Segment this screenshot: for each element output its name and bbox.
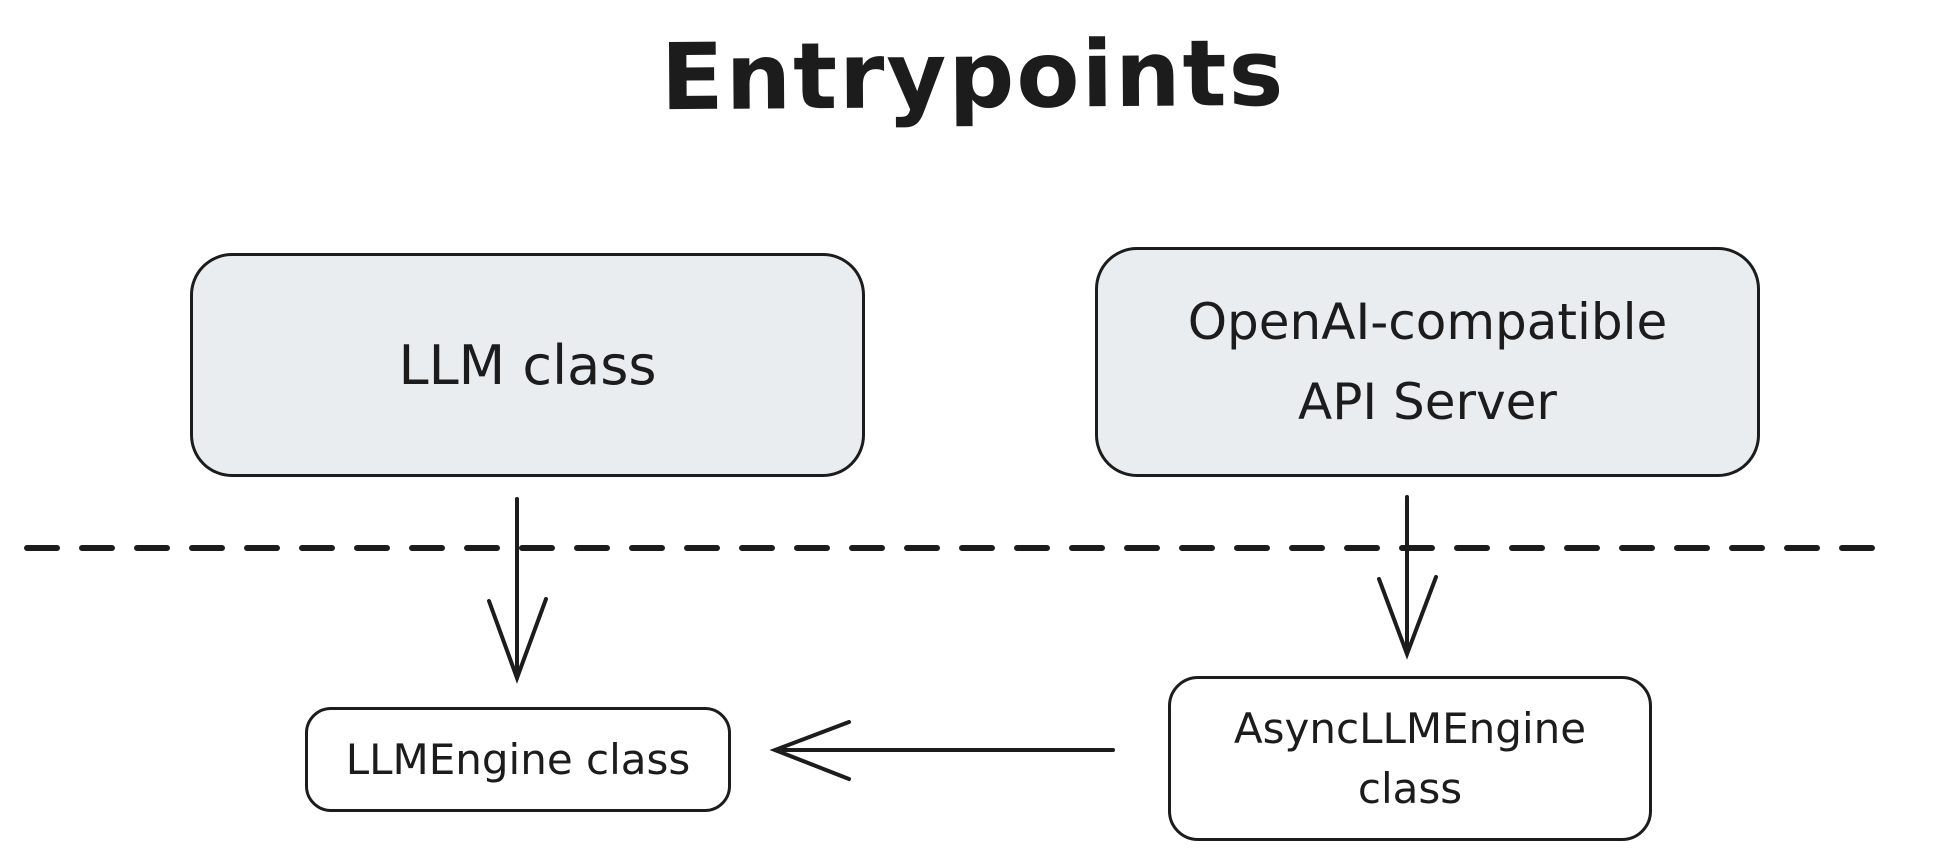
node-llm-class-label: LLM class <box>398 333 657 397</box>
arrow-asyncllmengine-to-llmengine <box>775 722 1113 779</box>
node-openai-api-server-line2: API Server <box>1298 373 1557 431</box>
node-llm-engine-class: LLMEngine class <box>305 707 731 812</box>
node-llm-class: LLM class <box>190 253 865 477</box>
node-async-llm-engine-class: AsyncLLMEngine class <box>1168 676 1652 841</box>
node-openai-api-server-line1: OpenAI-compatible <box>1187 293 1668 351</box>
arrow-apiserver-to-asyncllmengine <box>1379 497 1436 654</box>
node-async-llm-engine-line2: class <box>1357 763 1463 813</box>
node-openai-api-server: OpenAI-compatible API Server <box>1095 247 1760 477</box>
arrow-llm-to-llmengine <box>489 499 546 678</box>
node-async-llm-engine-line1: AsyncLLMEngine <box>1233 703 1587 753</box>
diagram-title: Entrypoints <box>660 19 1286 132</box>
node-llm-engine-class-label: LLMEngine class <box>345 735 691 784</box>
